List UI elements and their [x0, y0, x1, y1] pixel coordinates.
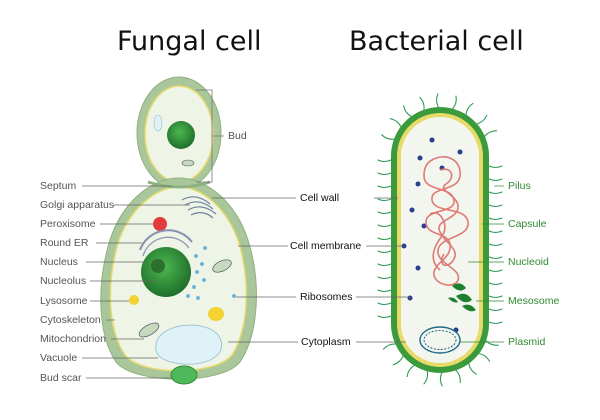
- bud-nucleus: [167, 121, 195, 149]
- peroxisome: [153, 217, 167, 231]
- label-bud-scar: Bud scar: [40, 372, 82, 384]
- bacterium-ribosomes: [401, 137, 463, 333]
- shared-leader-right: [356, 197, 410, 343]
- pilus-strand: [484, 130, 498, 137]
- label-cytoplasm: Cytoplasm: [301, 336, 351, 348]
- label-cytoskeleton: Cytoskeleton: [40, 314, 101, 326]
- label-peroxisome: Peroxisome: [40, 218, 96, 230]
- mitochondrion: [138, 259, 232, 338]
- label-cell-membrane: Cell membrane: [290, 240, 362, 252]
- pilus-strand: [377, 185, 392, 189]
- lysosome-2: [208, 307, 224, 321]
- label-plasmid: Plasmid: [508, 336, 546, 348]
- pilus-strand: [377, 263, 392, 267]
- round-er: [139, 229, 193, 251]
- pilus-strand: [488, 256, 503, 260]
- fungal-cell-title: Fungal cell: [117, 26, 262, 57]
- label-nucleolus: Nucleolus: [40, 275, 87, 287]
- bud-scar: [170, 365, 198, 385]
- pilus-strand: [488, 165, 503, 169]
- pilus-strand: [488, 308, 503, 312]
- bud-vacuole: [153, 114, 163, 132]
- pilus-strand: [439, 372, 443, 387]
- pilus-strand: [488, 217, 503, 221]
- golgi-apparatus: [181, 196, 217, 219]
- pilus-strand: [377, 250, 392, 254]
- pili: [377, 93, 503, 387]
- label-ribosomes: Ribosomes: [300, 291, 353, 303]
- pilus-strand: [389, 118, 402, 128]
- label-mitochondrion: Mitochondrion: [40, 333, 106, 345]
- pilus-strand: [377, 302, 392, 306]
- pilus-strand: [377, 315, 392, 319]
- pilus-strand: [419, 96, 425, 111]
- pilus-strand: [381, 134, 395, 140]
- nucleoid: [423, 156, 469, 286]
- bacterial-cell-title: Bacterial cell: [349, 26, 524, 57]
- pilus-strand: [403, 105, 412, 117]
- pilus-strand: [485, 340, 499, 346]
- label-vacuole: Vacuole: [40, 352, 78, 364]
- pilus-strand: [488, 321, 503, 325]
- bud-mitochondrion: [181, 159, 195, 167]
- pilus-strand: [488, 230, 503, 234]
- pilus-strand: [406, 365, 415, 378]
- nucleus: [141, 247, 191, 297]
- vacuole: [155, 324, 223, 365]
- ribosome-dots: [186, 246, 236, 300]
- label-nucleus: Nucleus: [40, 256, 78, 268]
- label-septum: Septum: [40, 180, 77, 192]
- label-cell-wall: Cell wall: [300, 192, 340, 204]
- pilus-strand: [452, 95, 457, 110]
- shared-leader-left: [212, 197, 298, 343]
- pilus-strand: [423, 370, 429, 385]
- septum: [147, 180, 211, 189]
- label-pilus: Pilus: [508, 180, 531, 192]
- label-lysosome: Lysosome: [40, 295, 88, 307]
- fungal-leader-lines: [82, 185, 190, 379]
- pilus-strand: [392, 355, 404, 366]
- pilus-strand: [488, 295, 503, 299]
- nucleolus: [151, 259, 165, 273]
- pilus-strand: [436, 93, 439, 108]
- pilus-strand: [377, 172, 392, 176]
- pilus-strand: [455, 369, 461, 384]
- pilus-strand: [468, 363, 477, 375]
- pilus-strand: [488, 178, 503, 182]
- pilus-strand: [377, 276, 392, 280]
- pilus-strand: [476, 114, 488, 125]
- fungal-cell: [82, 76, 298, 385]
- lysosome: [129, 295, 139, 305]
- pilus-strand: [478, 352, 491, 362]
- pilus-strand: [377, 237, 392, 241]
- label-nucleoid: Nucleoid: [508, 256, 549, 268]
- pilus-strand: [382, 343, 396, 350]
- pilus-strand: [377, 289, 392, 293]
- label-mesosome: Mesosome: [508, 295, 560, 307]
- pilus-strand: [377, 211, 392, 215]
- label-capsule: Capsule: [508, 218, 547, 230]
- label-bud: Bud: [228, 130, 247, 142]
- label-golgi-apparatus: Golgi apparatus: [40, 199, 115, 211]
- bacterial-cell: [356, 93, 504, 387]
- label-round-er: Round ER: [40, 237, 89, 249]
- pilus-strand: [488, 243, 503, 247]
- bacterial-leader-lines: [460, 185, 504, 343]
- pilus-strand: [377, 159, 392, 163]
- pilus-strand: [377, 224, 392, 228]
- pilus-strand: [377, 198, 392, 202]
- plasmid: [419, 326, 461, 354]
- mesosome: [448, 283, 476, 312]
- pilus-strand: [465, 102, 474, 115]
- pilus-strand: [488, 204, 503, 208]
- pilus-strand: [488, 191, 503, 195]
- round-er-inner: [142, 236, 190, 257]
- pilus-strand: [488, 282, 503, 286]
- pilus-strand: [488, 269, 503, 273]
